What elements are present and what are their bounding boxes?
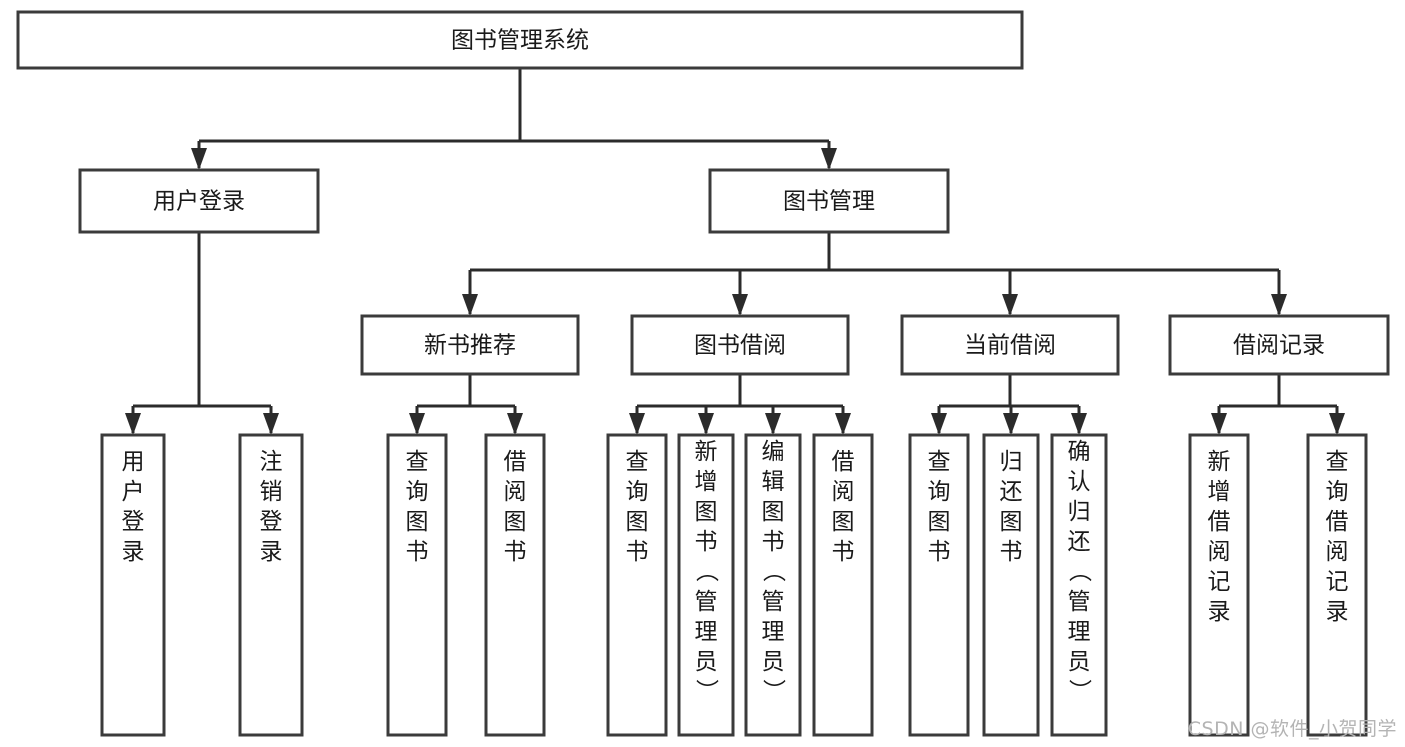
arrow-to-leaf-borrow-book-bor: [835, 413, 851, 435]
node-leaf-user-login-label: 用户登录: [122, 449, 145, 565]
node-current-borrow-label: 当前借阅: [964, 333, 1056, 359]
node-book-borrow-label: 图书借阅: [694, 333, 786, 359]
node-leaf-borrow-book-bor[interactable]: 借阅图书: [812, 433, 874, 737]
node-leaf-user-login[interactable]: 用户登录: [100, 433, 166, 737]
node-leaf-query-book-bor-label: 查询图书: [626, 449, 649, 565]
arrow-to-leaf-user-login: [125, 413, 141, 435]
node-leaf-add-record[interactable]: 新增借阅记录: [1188, 433, 1250, 737]
arrow-to-book-manage: [821, 148, 837, 170]
arrow-to-leaf-query-book-rec: [409, 413, 425, 435]
arrow-to-leaf-edit-book: [765, 413, 781, 435]
arrow-to-user-login: [191, 148, 207, 170]
node-leaf-add-record-label: 新增借阅记录: [1208, 449, 1231, 625]
csdn-watermark: CSDN @软件_小贺同学: [1187, 718, 1397, 740]
node-leaf-borrow-book-rec-label: 借阅图书: [504, 449, 527, 565]
arrow-to-book-borrow: [732, 294, 748, 316]
node-borrow-record[interactable]: 借阅记录: [1168, 314, 1390, 376]
node-leaf-borrow-book-bor-label: 借阅图书: [832, 449, 855, 565]
node-leaf-confirm-return-box: [1050, 433, 1108, 737]
node-current-borrow[interactable]: 当前借阅: [900, 314, 1120, 376]
node-leaf-query-book-cur-box: [908, 433, 970, 737]
node-leaf-user-logout-label: 注销登录: [260, 449, 283, 565]
node-leaf-query-book-rec[interactable]: 查询图书: [386, 433, 448, 737]
node-leaf-add-book-box: [677, 433, 735, 737]
arrow-to-leaf-query-record: [1329, 413, 1345, 435]
node-leaf-borrow-book-bor-box: [812, 433, 874, 737]
node-borrow-record-box: [1168, 314, 1390, 376]
node-leaf-confirm-return[interactable]: 确认归还（管理员）: [1050, 433, 1108, 737]
arrow-to-leaf-confirm-return: [1071, 413, 1087, 435]
node-leaf-borrow-book-rec-box: [484, 433, 546, 737]
arrow-to-leaf-return-book: [1003, 413, 1019, 435]
node-leaf-user-logout-box: [238, 433, 304, 737]
node-new-book-recommend-label: 新书推荐: [424, 333, 516, 359]
node-leaf-confirm-return-label: 确认归还（管理员）: [1068, 439, 1093, 705]
node-leaf-borrow-book-rec[interactable]: 借阅图书: [484, 433, 546, 737]
arrow-to-leaf-add-record: [1211, 413, 1227, 435]
node-book-borrow-box: [630, 314, 850, 376]
node-leaf-add-book[interactable]: 新增图书（管理员）: [677, 433, 735, 737]
node-leaf-edit-book-label: 编辑图书（管理员）: [762, 439, 787, 705]
node-leaf-return-book[interactable]: 归还图书: [982, 433, 1040, 737]
connector-layer: [125, 68, 1345, 435]
node-leaf-user-logout[interactable]: 注销登录: [238, 433, 304, 737]
node-book-borrow[interactable]: 图书借阅: [630, 314, 850, 376]
arrow-to-leaf-query-book-bor: [629, 413, 645, 435]
node-new-book-recommend-box: [360, 314, 580, 376]
node-leaf-query-book-rec-box: [386, 433, 448, 737]
node-new-book-recommend[interactable]: 新书推荐: [360, 314, 580, 376]
node-root[interactable]: 图书管理系统: [16, 10, 1024, 70]
node-leaf-query-book-rec-label: 查询图书: [406, 449, 429, 565]
node-leaf-query-book-cur-label: 查询图书: [928, 449, 951, 565]
node-leaf-query-book-cur[interactable]: 查询图书: [908, 433, 970, 737]
node-book-manage-label: 图书管理: [783, 189, 875, 215]
node-root-box: [16, 10, 1024, 70]
node-leaf-return-book-label: 归还图书: [1000, 449, 1023, 565]
node-current-borrow-box: [900, 314, 1120, 376]
node-borrow-record-label: 借阅记录: [1233, 333, 1325, 359]
arrow-to-leaf-add-book: [698, 413, 714, 435]
arrow-to-current-borrow: [1002, 294, 1018, 316]
arrow-to-new-book-recommend: [462, 294, 478, 316]
node-user-login-label: 用户登录: [153, 189, 245, 215]
node-leaf-return-book-box: [982, 433, 1040, 737]
node-leaf-add-book-label: 新增图书（管理员）: [695, 439, 720, 705]
node-leaf-edit-book-box: [744, 433, 802, 737]
node-root-label: 图书管理系统: [451, 28, 589, 54]
node-book-manage[interactable]: 图书管理: [708, 168, 950, 234]
node-leaf-query-record-label: 查询借阅记录: [1326, 449, 1349, 625]
node-user-login[interactable]: 用户登录: [78, 168, 320, 234]
arrow-to-borrow-record: [1271, 294, 1287, 316]
node-leaf-query-book-bor[interactable]: 查询图书: [606, 433, 668, 737]
node-user-login-box: [78, 168, 320, 234]
arrow-to-leaf-borrow-book-rec: [507, 413, 523, 435]
node-leaf-query-record[interactable]: 查询借阅记录: [1306, 433, 1368, 737]
arrow-to-leaf-user-logout: [263, 413, 279, 435]
arrow-to-leaf-query-book-cur: [931, 413, 947, 435]
node-book-manage-box: [708, 168, 950, 234]
node-leaf-query-book-bor-box: [606, 433, 668, 737]
node-leaf-query-record-box: [1306, 433, 1368, 737]
node-layer: 图书管理系统用户登录图书管理新书推荐图书借阅当前借阅借阅记录用户登录注销登录查询…: [16, 10, 1390, 737]
node-leaf-user-login-box: [100, 433, 166, 737]
node-leaf-add-record-box: [1188, 433, 1250, 737]
node-leaf-edit-book[interactable]: 编辑图书（管理员）: [744, 433, 802, 737]
